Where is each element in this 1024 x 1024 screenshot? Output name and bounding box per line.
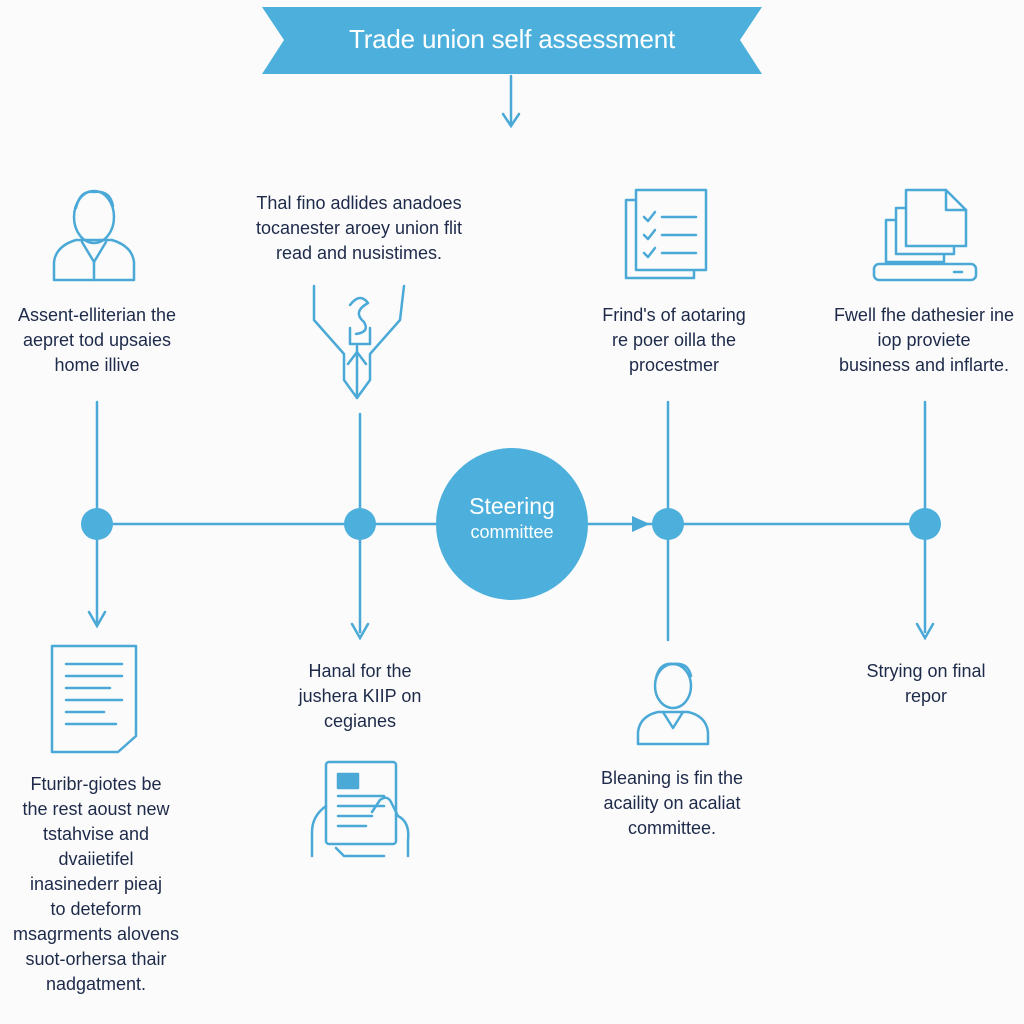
hub-label: Steering committee [437, 492, 587, 544]
top-label-4: Fwell fhe dathesier ine iop proviete bus… [833, 305, 1015, 375]
node-2 [344, 508, 376, 540]
node-3 [652, 508, 684, 540]
hub-title: Steering [469, 493, 555, 519]
pen-nib-icon [312, 284, 406, 400]
steering-committee-hub [436, 448, 588, 600]
node-1 [81, 508, 113, 540]
node-4 [909, 508, 941, 540]
top-label-1: Assent-elliterian the aepret tod upsaies… [17, 305, 177, 375]
document-icon [50, 644, 138, 754]
hub-subtitle: committee [470, 522, 554, 542]
top-label-3: Frind's of aotaring re poer oilla the pr… [602, 305, 746, 375]
banner-arrow [501, 74, 521, 129]
checklist-document-icon [624, 188, 708, 280]
printer-icon [872, 188, 978, 282]
bottom-label-2: Hanal for the jushera KIIP on cegianes [298, 661, 422, 731]
bottom-label-4: Strying on final repor [866, 661, 986, 706]
top-label-2: Thal fino adlides anadoes tocanester aro… [255, 193, 463, 263]
person-icon [636, 662, 710, 746]
diagram-title: Trade union self assessment [348, 23, 676, 54]
title-banner [262, 7, 762, 74]
arrow-to-right-node [632, 516, 650, 532]
tablet-hand-icon [310, 760, 410, 858]
bottom-label-1: Fturibr-giotes be the rest aoust new tst… [12, 774, 180, 994]
bottom-label-3: Bleaning is fin the acaility on acaliat … [600, 768, 744, 838]
person-icon [52, 189, 136, 282]
